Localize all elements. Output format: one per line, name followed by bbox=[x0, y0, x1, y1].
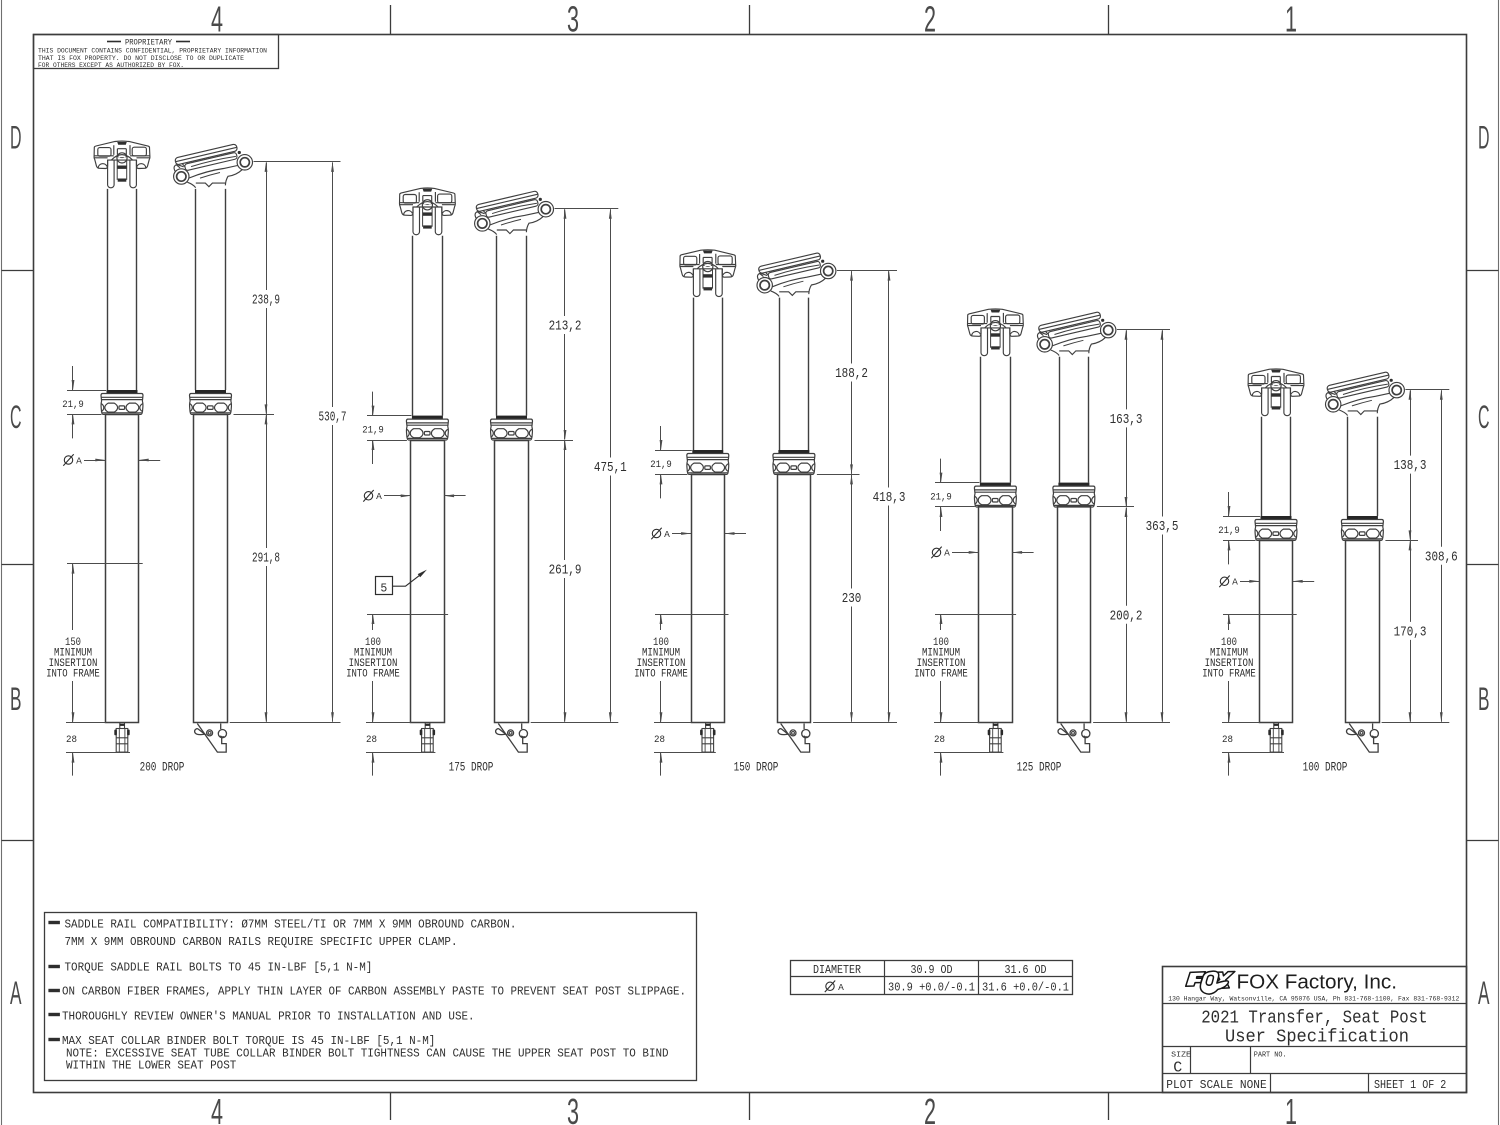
svg-text:530,7: 530,7 bbox=[319, 410, 347, 426]
svg-text:MINIMUM: MINIMUM bbox=[922, 647, 960, 659]
svg-text:SIZE: SIZE bbox=[1171, 1051, 1191, 1059]
svg-text:WITHIN THE LOWER SEAT POST: WITHIN THE LOWER SEAT POST bbox=[66, 1058, 236, 1072]
svg-text:A: A bbox=[1232, 577, 1238, 588]
svg-text:INSERTION: INSERTION bbox=[1205, 658, 1254, 670]
svg-text:D: D bbox=[1478, 120, 1490, 156]
svg-text:2: 2 bbox=[924, 0, 936, 40]
svg-text:PART NO.: PART NO. bbox=[1254, 1051, 1287, 1059]
svg-text:7MM X 9MM OBROUND CARBON RAILS: 7MM X 9MM OBROUND CARBON RAILS REQUIRE S… bbox=[65, 935, 458, 949]
svg-text:130 Hangar Way, Watsonville, C: 130 Hangar Way, Watsonville, CA 95076 US… bbox=[1168, 996, 1459, 1003]
svg-text:28: 28 bbox=[654, 734, 665, 746]
svg-text:INTO FRAME: INTO FRAME bbox=[1202, 668, 1256, 680]
svg-text:THAT IS FOX PROPERTY. DO NOT: THAT IS FOX PROPERTY. DO NOT DISCLOSE TO… bbox=[38, 55, 244, 62]
svg-text:5: 5 bbox=[380, 583, 387, 596]
svg-text:188,2: 188,2 bbox=[835, 366, 868, 382]
svg-text:NOTE: EXCESSIVE SEAT TUBE COLL: NOTE: EXCESSIVE SEAT TUBE COLLAR BINDER … bbox=[66, 1046, 669, 1060]
svg-text:213,2: 213,2 bbox=[549, 319, 582, 335]
svg-text:A: A bbox=[10, 975, 22, 1011]
svg-text:C: C bbox=[10, 399, 22, 435]
svg-text:21,9: 21,9 bbox=[930, 491, 952, 503]
svg-text:INTO FRAME: INTO FRAME bbox=[634, 668, 688, 680]
svg-text:100: 100 bbox=[365, 637, 381, 649]
svg-text:MINIMUM: MINIMUM bbox=[642, 647, 680, 659]
svg-text:100: 100 bbox=[1221, 637, 1237, 649]
svg-text:4: 4 bbox=[211, 1091, 223, 1125]
svg-text:4: 4 bbox=[211, 0, 223, 40]
svg-text:SHEET 1 OF 2: SHEET 1 OF 2 bbox=[1374, 1078, 1446, 1092]
svg-text:INSERTION: INSERTION bbox=[49, 658, 98, 670]
svg-text:125 DROP: 125 DROP bbox=[1017, 760, 1062, 775]
svg-text:21,9: 21,9 bbox=[362, 424, 384, 436]
svg-text:175 DROP: 175 DROP bbox=[449, 760, 494, 775]
svg-text:363,5: 363,5 bbox=[1146, 519, 1179, 535]
svg-text:A: A bbox=[944, 548, 950, 559]
svg-text:MINIMUM: MINIMUM bbox=[54, 647, 92, 659]
svg-text:261,9: 261,9 bbox=[549, 563, 582, 579]
svg-text:150: 150 bbox=[65, 637, 81, 649]
svg-text:INTO FRAME: INTO FRAME bbox=[346, 668, 400, 680]
svg-text:THOROUGHLY REVIEW OWNER'S MANU: THOROUGHLY REVIEW OWNER'S MANUAL PRIOR T… bbox=[62, 1009, 475, 1023]
svg-text:User Specification: User Specification bbox=[1225, 1027, 1409, 1047]
svg-text:238,9: 238,9 bbox=[252, 293, 280, 309]
svg-text:MAX SEAT COLLAR BINDER BOLT TO: MAX SEAT COLLAR BINDER BOLT TORQUE IS 45… bbox=[62, 1034, 435, 1048]
svg-text:28: 28 bbox=[934, 734, 945, 746]
svg-text:31.6 +0.0/-0.1: 31.6 +0.0/-0.1 bbox=[982, 981, 1069, 995]
svg-text:THIS DOCUMENT CONTAINS CONFIDE: THIS DOCUMENT CONTAINS CONFIDENTIAL, PRO… bbox=[38, 47, 267, 54]
svg-text:SADDLE RAIL COMPATIBILITY: Ø7M: SADDLE RAIL COMPATIBILITY: Ø7MM STEEL/TI… bbox=[65, 917, 517, 931]
svg-text:138,3: 138,3 bbox=[1394, 458, 1427, 474]
svg-text:100 DROP: 100 DROP bbox=[1303, 760, 1348, 775]
svg-text:PLOT SCALE NONE: PLOT SCALE NONE bbox=[1166, 1078, 1266, 1092]
svg-text:MINIMUM: MINIMUM bbox=[1210, 647, 1248, 659]
svg-text:C: C bbox=[1478, 399, 1490, 435]
svg-text:291,8: 291,8 bbox=[252, 551, 280, 567]
svg-text:170,3: 170,3 bbox=[1394, 625, 1427, 641]
svg-text:3: 3 bbox=[567, 1091, 579, 1125]
svg-text:150 DROP: 150 DROP bbox=[734, 760, 779, 775]
svg-text:475,1: 475,1 bbox=[594, 460, 627, 476]
svg-text:1: 1 bbox=[1285, 1091, 1297, 1125]
svg-text:INSERTION: INSERTION bbox=[917, 658, 966, 670]
svg-text:D: D bbox=[10, 120, 22, 156]
svg-text:FOX Factory, Inc.: FOX Factory, Inc. bbox=[1237, 971, 1398, 993]
svg-text:200 DROP: 200 DROP bbox=[140, 760, 185, 775]
svg-text:100: 100 bbox=[933, 637, 949, 649]
svg-text:163,3: 163,3 bbox=[1110, 412, 1143, 428]
svg-text:C: C bbox=[1173, 1059, 1182, 1076]
svg-text:21,9: 21,9 bbox=[650, 459, 672, 471]
svg-text:FOR OTHERS EXCEPT AS AUTHORIZE: FOR OTHERS EXCEPT AS AUTHORIZED BY FOX. bbox=[38, 62, 184, 69]
svg-text:A: A bbox=[1478, 975, 1490, 1011]
svg-text:230: 230 bbox=[842, 591, 862, 607]
svg-text:30.9 +0.0/-0.1: 30.9 +0.0/-0.1 bbox=[888, 981, 975, 995]
svg-text:100: 100 bbox=[653, 637, 669, 649]
svg-text:INSERTION: INSERTION bbox=[637, 658, 686, 670]
svg-text:200,2: 200,2 bbox=[1110, 608, 1143, 624]
svg-text:3: 3 bbox=[567, 0, 579, 40]
svg-text:INTO FRAME: INTO FRAME bbox=[914, 668, 968, 680]
svg-text:MINIMUM: MINIMUM bbox=[354, 647, 392, 659]
svg-text:ON CARBON FIBER FRAMES, APPLY: ON CARBON FIBER FRAMES, APPLY THIN LAYER… bbox=[62, 984, 686, 998]
svg-text:A: A bbox=[664, 529, 670, 540]
svg-text:21,9: 21,9 bbox=[62, 399, 84, 411]
svg-text:2: 2 bbox=[924, 1091, 936, 1125]
svg-text:A: A bbox=[76, 455, 82, 466]
svg-text:PROPRIETARY: PROPRIETARY bbox=[125, 39, 172, 48]
svg-text:2021 Transfer, Seat Post: 2021 Transfer, Seat Post bbox=[1201, 1009, 1427, 1029]
svg-text:B: B bbox=[10, 681, 22, 717]
svg-text:308,6: 308,6 bbox=[1425, 549, 1458, 565]
svg-text:A: A bbox=[376, 491, 382, 502]
svg-text:31.6 OD: 31.6 OD bbox=[1005, 963, 1047, 977]
svg-text:DIAMETER: DIAMETER bbox=[813, 963, 861, 977]
svg-text:INSERTION: INSERTION bbox=[349, 658, 398, 670]
svg-text:28: 28 bbox=[66, 734, 77, 746]
svg-text:418,3: 418,3 bbox=[873, 490, 906, 506]
svg-text:B: B bbox=[1478, 681, 1490, 717]
svg-text:TORQUE SADDLE RAIL BOLTS TO 45: TORQUE SADDLE RAIL BOLTS TO 45 IN-LBF [5… bbox=[65, 960, 373, 974]
svg-text:28: 28 bbox=[366, 734, 377, 746]
svg-text:A: A bbox=[838, 982, 844, 993]
svg-text:30.9 OD: 30.9 OD bbox=[911, 963, 953, 977]
svg-text:1: 1 bbox=[1285, 0, 1297, 40]
svg-text:21,9: 21,9 bbox=[1218, 525, 1240, 537]
svg-text:28: 28 bbox=[1222, 734, 1233, 746]
svg-text:INTO FRAME: INTO FRAME bbox=[46, 668, 100, 680]
